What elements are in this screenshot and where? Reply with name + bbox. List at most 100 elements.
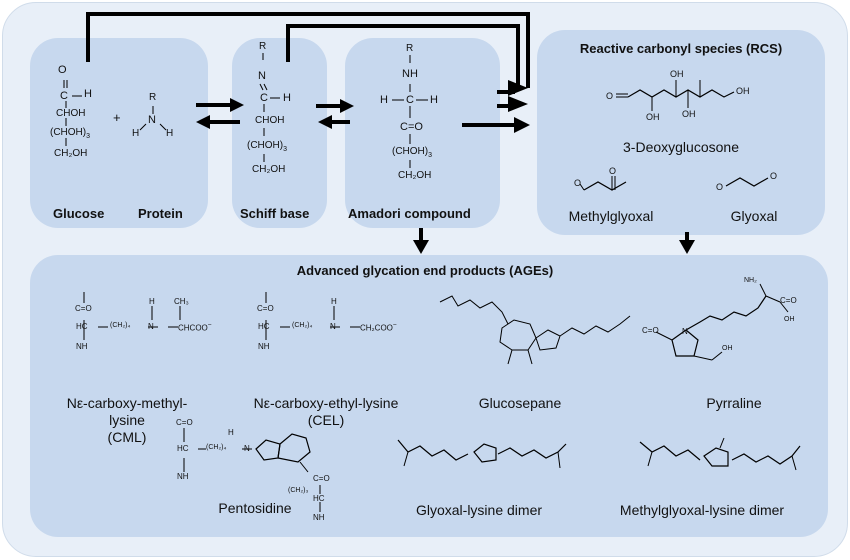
equilibrium-forward-1: [230, 98, 244, 112]
glucose-o: O: [58, 64, 67, 76]
ages-title: Advanced glycation end products (AGEs): [296, 263, 554, 278]
glucose-choh: CHOH: [56, 108, 86, 119]
amadori-c: C: [406, 94, 414, 106]
cml-label: Nε-carboxy-methyl- lysine (CML): [67, 395, 188, 446]
rcs-to-ages-arrow: [679, 240, 695, 254]
pyr-c-o: C=O: [642, 326, 659, 335]
schiff-to-rcs-line: [286, 24, 520, 88]
pento-nh2: NH: [313, 513, 325, 522]
glucose-c: C: [60, 90, 68, 102]
methylglyoxal-lysine-dimer-label: Methylglyoxal-lysine dimer: [619, 502, 785, 518]
cel-n: N: [330, 322, 336, 331]
cml-ch2: (CH₂)₄: [110, 322, 131, 329]
dg-oh3: OH: [682, 109, 696, 119]
cml-h: H: [149, 297, 155, 306]
glucose-choh-chain: (CHOH)3: [50, 127, 91, 140]
glucose-ch2oh: CH₂OH: [54, 148, 88, 159]
mgo-o2: O: [609, 166, 617, 176]
schiff-ch2oh: CH₂OH: [252, 164, 286, 175]
amadori-co: C=O: [400, 121, 423, 133]
protein-h1: H: [132, 128, 140, 139]
schiff-choh: CHOH: [255, 115, 285, 126]
cml-ch3: CH₃: [174, 297, 189, 306]
pyr-co: C=O: [780, 296, 797, 305]
schiff-h: H: [283, 92, 291, 104]
amadori-choh-chain: (CHOH)3: [392, 146, 433, 159]
amadori-nh: NH: [402, 68, 418, 80]
amadori-to-ages-arrow: [413, 240, 429, 254]
cml-label-line1: Nε-carboxy-methyl-: [66, 395, 188, 411]
amadori-to-rcs-arrowhead: [514, 117, 530, 133]
plus-sign: +: [113, 110, 121, 125]
amadori-ch2oh: CH₂OH: [398, 170, 432, 181]
amadori-r: R: [406, 43, 414, 54]
glucose-label: Glucose: [53, 206, 105, 221]
cel-h: H: [331, 297, 337, 306]
cel-ch2coo: CH₂COO−: [360, 322, 397, 333]
pento-hc: HC: [177, 444, 189, 453]
go-o1: O: [716, 182, 724, 192]
equilibrium-back-2: [318, 115, 332, 129]
cel-label: Nε-carboxy-ethyl-lysine (CEL): [254, 395, 399, 429]
equilibrium-back-1: [196, 115, 210, 129]
protein-label: Protein: [138, 206, 183, 221]
glucosepane-label: Glucosepane: [478, 395, 562, 411]
pyr-oh: OH: [784, 316, 795, 323]
rcs-panel: [537, 30, 825, 235]
cel-co: C=O: [257, 304, 274, 313]
equilibrium-forward-2: [340, 99, 354, 113]
glucose-h: H: [84, 88, 92, 100]
mgo-o1: O: [574, 178, 582, 188]
pento-hc2: HC: [313, 494, 325, 503]
cml-hc: HC: [76, 322, 88, 331]
cml-co: C=O: [75, 304, 92, 313]
pento-co: C=O: [176, 418, 193, 427]
pento-nh: NH: [177, 472, 189, 481]
schiff-base-label: Schiff base: [240, 206, 310, 221]
pento-n: N: [244, 444, 250, 453]
pyrraline-label: Pyrraline: [706, 395, 762, 411]
protein-h2: H: [166, 128, 174, 139]
pento-ch2: (CH₂)₄: [206, 444, 227, 451]
glyoxal-lysine-dimer-label: Glyoxal-lysine dimer: [415, 502, 543, 518]
cel-nh: NH: [258, 342, 270, 351]
cml-chcoo: CHCOO−: [178, 322, 212, 333]
pento-h: H: [228, 428, 234, 437]
cel-hc: HC: [258, 322, 270, 331]
schiff-n: N: [258, 70, 266, 82]
rcs-title: Reactive carbonyl species (RCS): [579, 41, 783, 56]
cel-ch2: (CH₂)₄: [292, 322, 313, 329]
amadori-h1: H: [380, 94, 388, 106]
dg-oh1: OH: [646, 112, 660, 122]
cml-nh: NH: [76, 342, 88, 351]
protein-n: N: [148, 114, 156, 126]
methylglyoxal-label: Methylglyoxal: [568, 208, 654, 224]
deoxyglucosone-label: 3-Deoxyglucosone: [623, 139, 739, 155]
amadori-panel: [345, 38, 500, 228]
glyoxal-label: Glyoxal: [730, 208, 778, 224]
pento-co2: C=O: [313, 474, 330, 483]
amadori-h2: H: [430, 94, 438, 106]
amadori-label: Amadori compound: [348, 206, 471, 221]
protein-r: R: [149, 92, 157, 103]
cml-n: N: [148, 322, 154, 331]
cml-label-line2: lysine: [109, 412, 145, 428]
cel-label-line2: (CEL): [307, 412, 345, 428]
schiff-r: R: [259, 41, 267, 52]
schiff-c: C: [260, 92, 268, 104]
pyr-nh2: NH₂: [744, 277, 757, 284]
pento-ch2b: (CH₂)₃: [288, 487, 309, 494]
cel-label-line1: Nε-carboxy-ethyl-lysine: [253, 395, 399, 411]
dg-oh4: OH: [736, 86, 750, 96]
ages-panel: [30, 255, 828, 537]
glucose-to-rcs-line: [86, 12, 530, 88]
glucose-protein-panel: [30, 38, 208, 228]
schiff-choh-chain: (CHOH)3: [247, 140, 288, 153]
pyr-n: N: [682, 327, 688, 336]
cml-label-line3: (CML): [107, 429, 147, 445]
pentosidine-label: Pentosidine: [218, 500, 292, 516]
go-o2: O: [770, 171, 778, 181]
dg-oh2: OH: [670, 69, 684, 79]
schiff-base-panel: [232, 38, 327, 228]
